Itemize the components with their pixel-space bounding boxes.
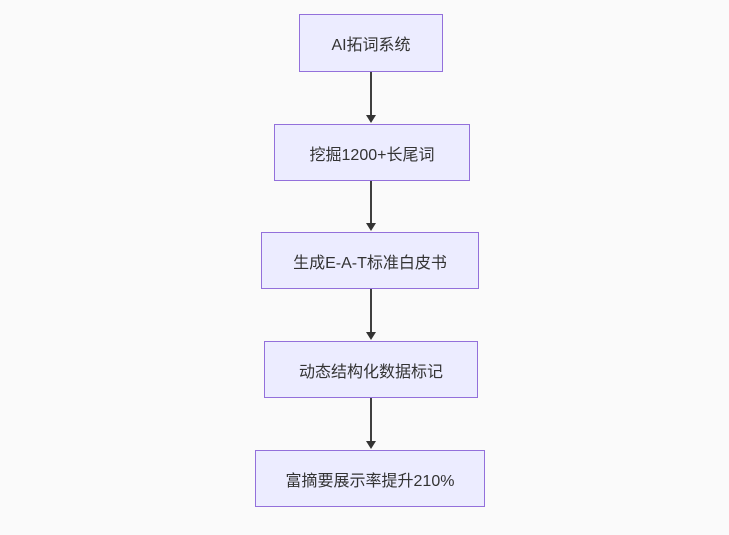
flow-arrow-3 — [366, 289, 376, 340]
arrow-head-icon — [366, 441, 376, 449]
arrow-line — [370, 181, 372, 223]
flow-node-generate-eat-whitepaper: 生成E-A-T标准白皮书 — [261, 232, 479, 289]
flow-arrow-4 — [366, 398, 376, 449]
flow-node-dynamic-structured-data-markup: 动态结构化数据标记 — [264, 341, 478, 398]
flow-node-ai-word-expansion-system: AI拓词系统 — [299, 14, 443, 72]
arrow-head-icon — [366, 115, 376, 123]
arrow-head-icon — [366, 223, 376, 231]
flow-node-mine-longtail-keywords: 挖掘1200+长尾词 — [274, 124, 470, 181]
flow-node-rich-snippet-rate-increase: 富摘要展示率提升210% — [255, 450, 485, 507]
arrow-head-icon — [366, 332, 376, 340]
arrow-line — [370, 72, 372, 115]
flow-arrow-2 — [366, 181, 376, 231]
arrow-line — [370, 289, 372, 332]
arrow-line — [370, 398, 372, 441]
flow-arrow-1 — [366, 72, 376, 123]
